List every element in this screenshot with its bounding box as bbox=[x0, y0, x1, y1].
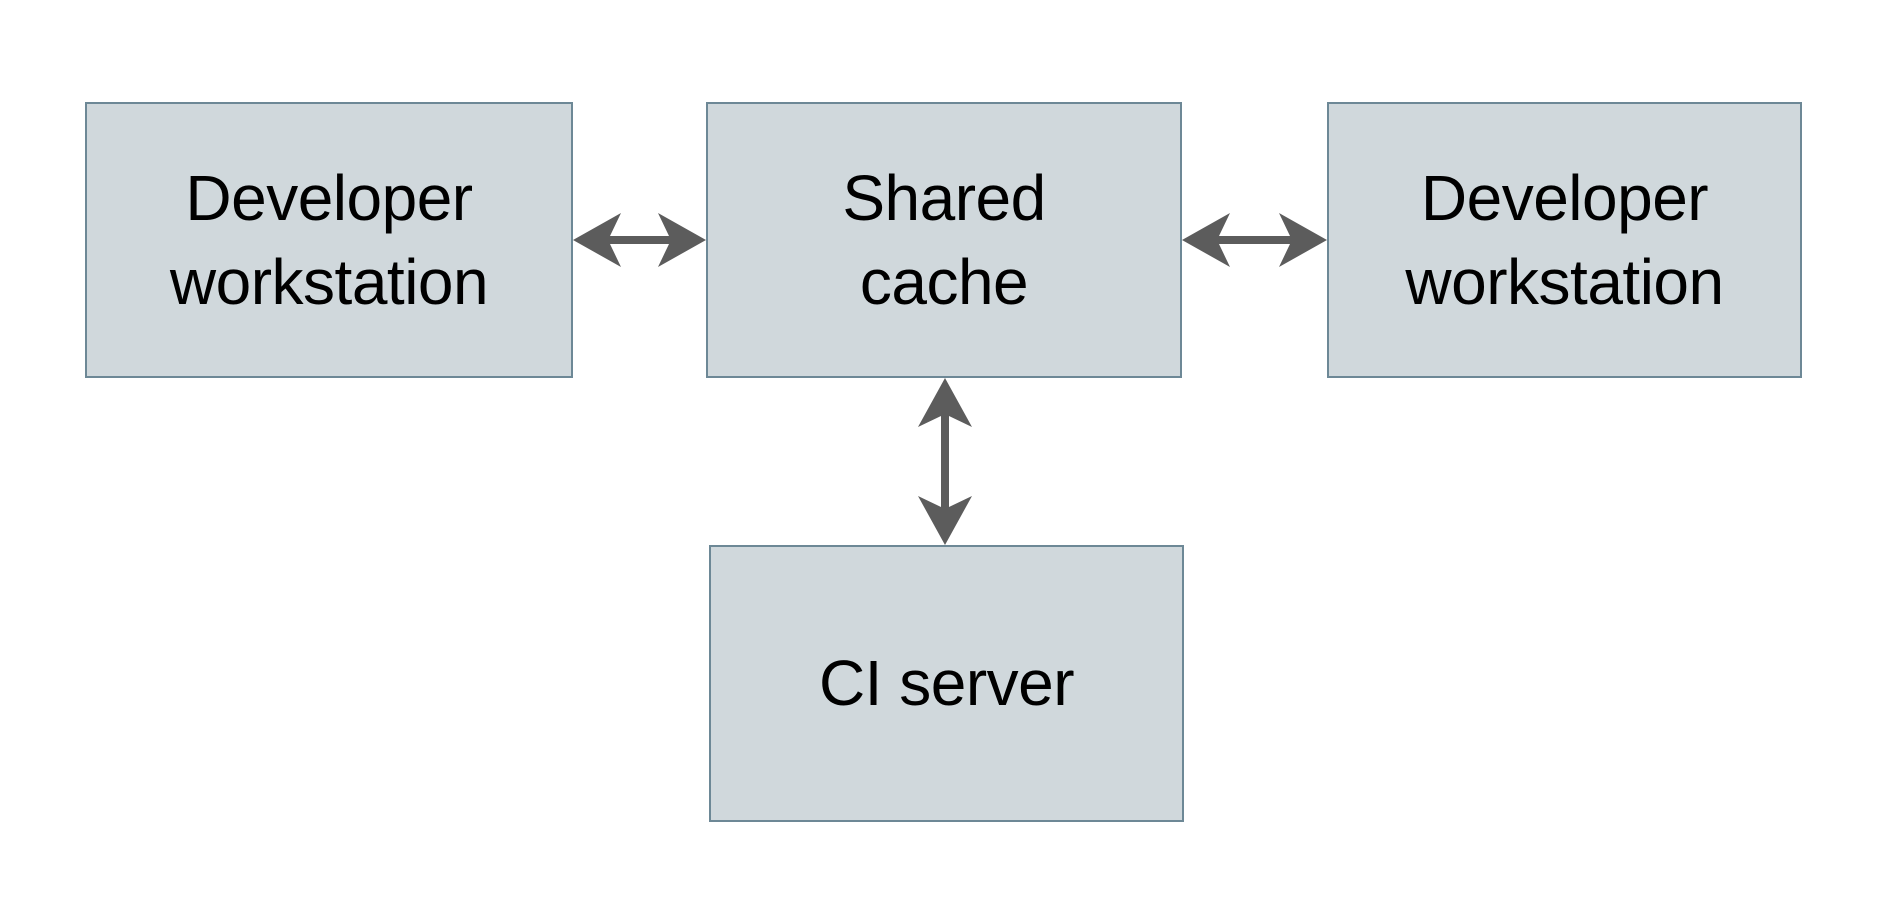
node-label-developer-workstation-right: Developer workstation bbox=[1405, 161, 1724, 318]
edge-shared-devright bbox=[1182, 213, 1327, 267]
node-developer-workstation-left[interactable]: Developer workstation bbox=[85, 102, 573, 378]
edge-shared-ci bbox=[918, 378, 972, 545]
node-ci-server[interactable]: CI server bbox=[709, 545, 1184, 822]
node-label-developer-workstation-left: Developer workstation bbox=[169, 161, 489, 318]
node-label-ci-server: CI server bbox=[818, 647, 1075, 720]
node-shared-cache[interactable]: Shared cache bbox=[706, 102, 1182, 378]
edge-devleft-shared bbox=[573, 213, 706, 267]
node-developer-workstation-right[interactable]: Developer workstation bbox=[1327, 102, 1802, 378]
node-label-shared-cache: Shared cache bbox=[842, 161, 1046, 318]
